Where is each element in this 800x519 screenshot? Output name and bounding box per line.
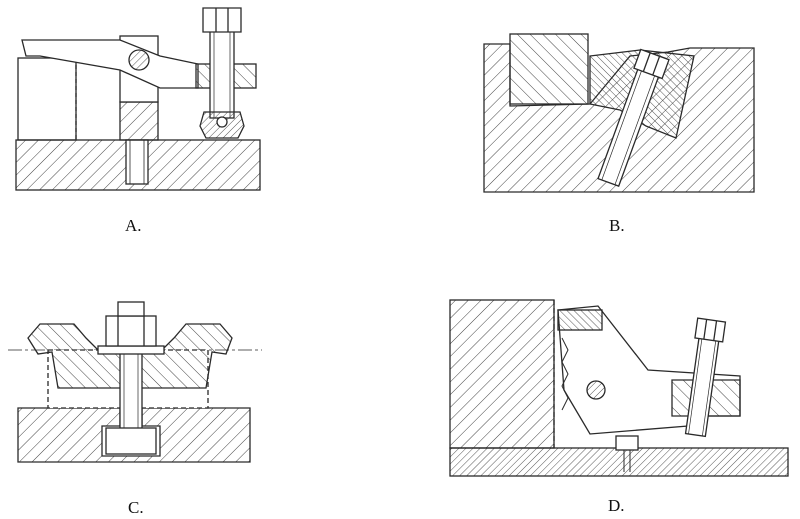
clamp-lever xyxy=(21,39,199,89)
support-block xyxy=(119,101,159,141)
pivot-pin xyxy=(128,49,150,71)
nut xyxy=(105,315,157,347)
clamp-drawing-a xyxy=(15,7,261,191)
panel-a: A. xyxy=(0,0,270,235)
panel-b: B. xyxy=(470,0,770,235)
caption-a: A. xyxy=(125,216,142,235)
pivot-pin xyxy=(586,380,606,400)
washer xyxy=(97,345,165,355)
workpiece xyxy=(509,33,589,105)
caption-d: D. xyxy=(608,496,625,515)
clamp-drawing-d xyxy=(449,299,789,477)
panel-d: D. xyxy=(440,290,800,515)
workpiece xyxy=(17,57,77,141)
slanted-bolt xyxy=(684,317,727,438)
t-bolt-head xyxy=(105,427,157,455)
workpiece xyxy=(449,299,555,449)
caption-c: C. xyxy=(128,498,144,517)
base-plate xyxy=(449,447,789,477)
clamp-drawing-b xyxy=(483,33,755,193)
clamp-drawing-c xyxy=(8,301,262,463)
stud xyxy=(615,435,639,451)
spring xyxy=(561,337,569,411)
clamp-bolt xyxy=(209,29,235,119)
threaded-hole xyxy=(125,139,149,185)
hex-nut xyxy=(202,7,242,33)
panel-c: C. xyxy=(0,290,270,517)
slanted-bolt xyxy=(597,48,670,187)
caption-b: B. xyxy=(609,216,625,235)
